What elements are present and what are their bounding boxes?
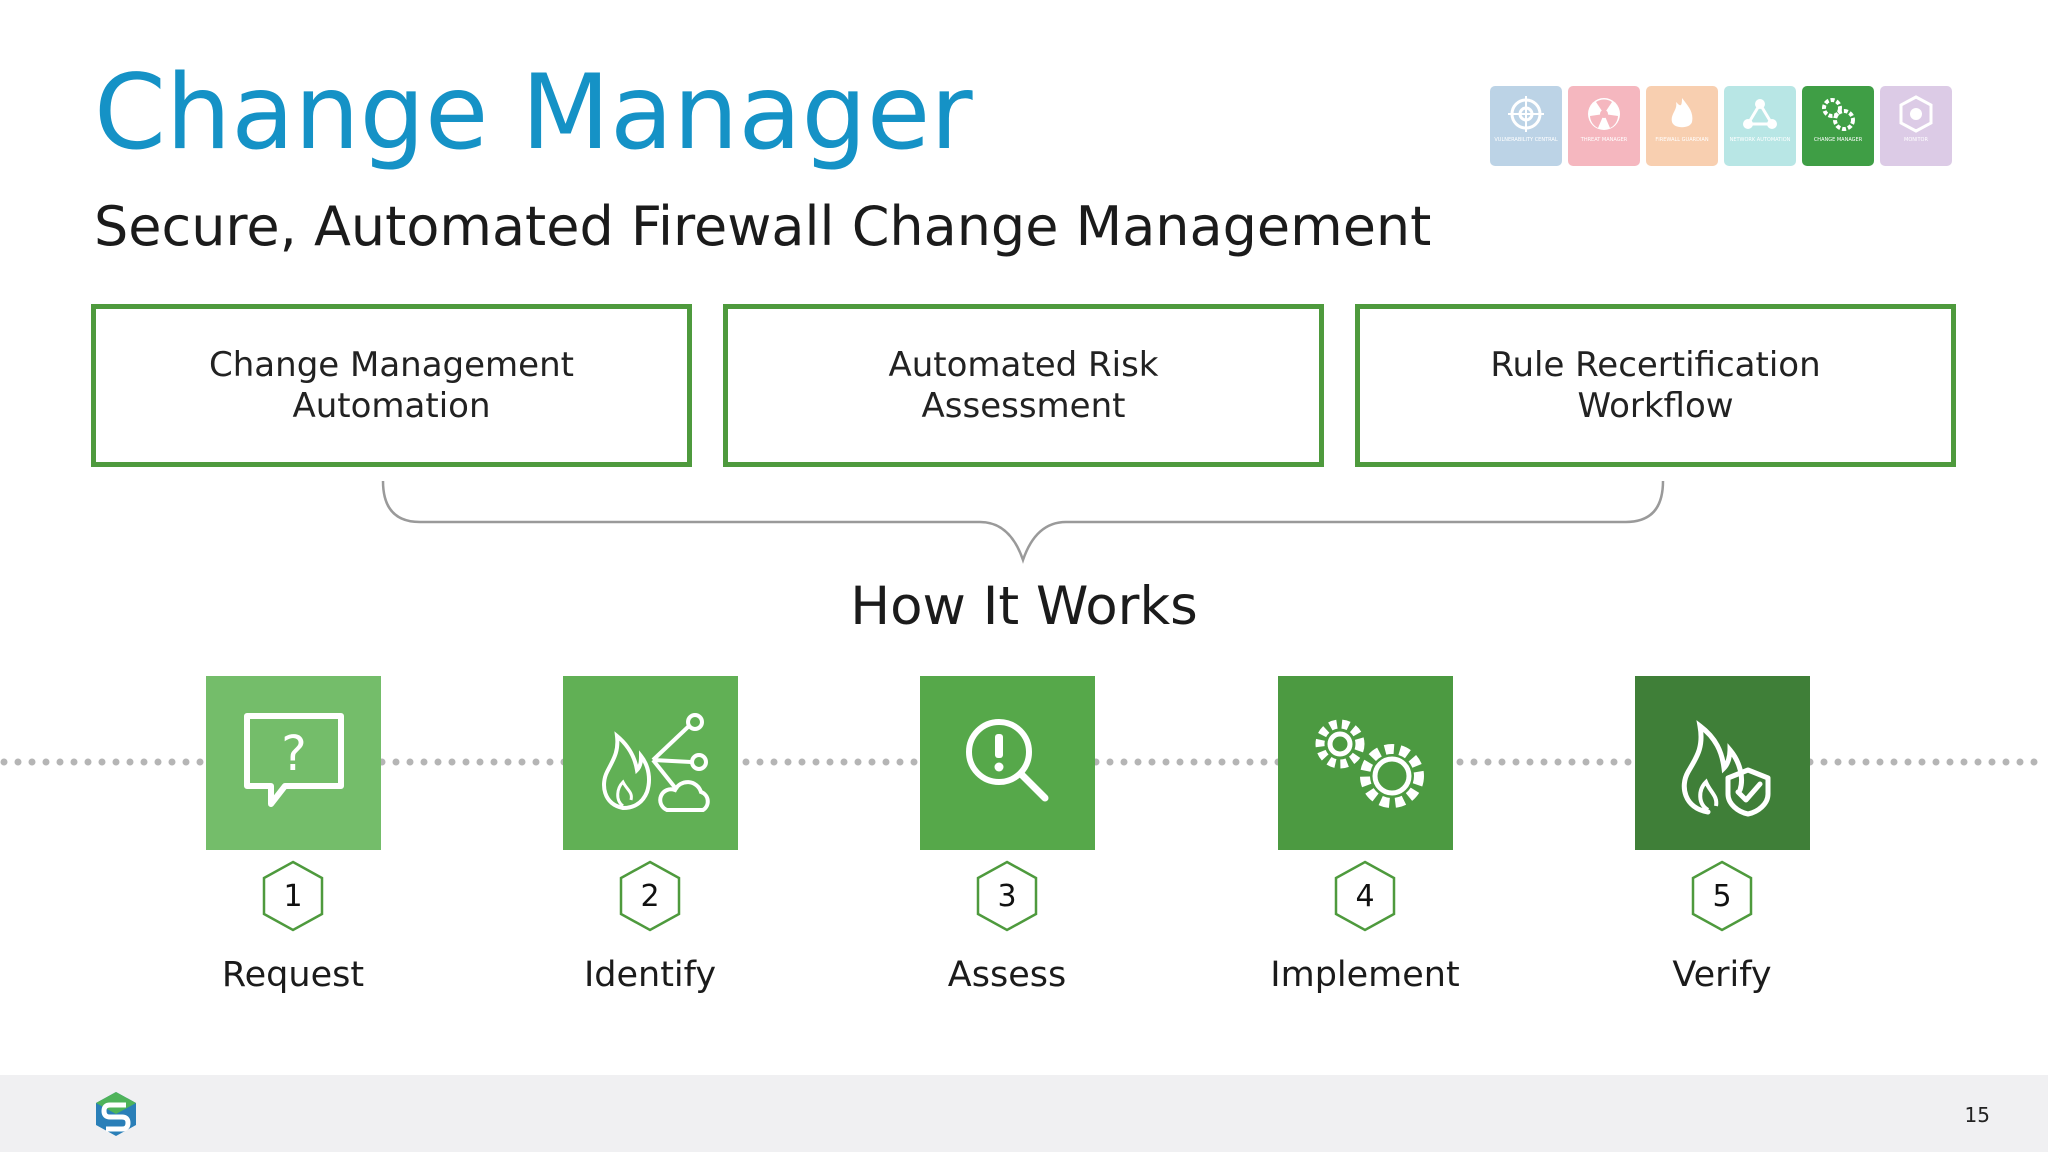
step-number-badge: 4 <box>1332 858 1398 934</box>
feature-label: Automated Risk Assessment <box>888 344 1159 426</box>
product-icon-strip: VULNERABILITY CENTRAL THREAT MANAGER FIR… <box>1490 86 1952 166</box>
svg-text:?: ? <box>281 726 306 782</box>
radiation-icon <box>1588 98 1620 130</box>
step-tile-assess <box>920 676 1095 850</box>
product-label: VULNERABILITY CENTRAL <box>1494 137 1558 143</box>
flame-shield-icon <box>1681 720 1770 817</box>
gears-icon <box>1315 719 1424 808</box>
step-number-badge: 1 <box>260 858 326 934</box>
slide-footer <box>0 1075 2048 1152</box>
product-tile-firewall: FIREWALL GUARDIAN <box>1646 86 1718 166</box>
slide-title: Change Manager <box>94 53 973 173</box>
step-label-verify: Verify <box>1672 955 1772 995</box>
flame-network-icon <box>601 713 710 812</box>
company-logo-icon <box>96 1092 136 1136</box>
product-label: THREAT MANAGER <box>1580 137 1628 143</box>
hexagon-icon <box>1691 860 1753 932</box>
step-number: 4 <box>1355 878 1375 914</box>
step-label-assess: Assess <box>947 955 1067 995</box>
step-tile-verify <box>1635 676 1810 850</box>
feature-box-rule-recertification: Rule Recertification Workflow <box>1355 304 1956 467</box>
step-label-implement: Implement <box>1270 955 1460 995</box>
grouping-brace <box>381 480 1665 564</box>
product-tile-vulnerability: VULNERABILITY CENTRAL <box>1490 86 1562 166</box>
step-number: 3 <box>997 878 1017 914</box>
product-tile-change-manager: CHANGE MANAGER <box>1802 86 1874 166</box>
target-icon <box>1508 96 1544 132</box>
step-number-badge: 2 <box>617 858 683 934</box>
flame-icon <box>1671 98 1693 128</box>
question-bubble-icon: ? <box>243 713 344 807</box>
product-tile-monitor: MONITOR <box>1880 86 1952 166</box>
magnifier-alert-icon <box>965 719 1048 802</box>
monitor-icon <box>1899 95 1933 133</box>
step-number: 1 <box>283 878 303 914</box>
hexagon-icon <box>1334 860 1396 932</box>
step-label-request: Request <box>221 955 365 995</box>
product-label: NETWORK AUTOMATION <box>1729 137 1791 143</box>
step-number: 2 <box>640 878 660 914</box>
hexagon-icon <box>619 860 681 932</box>
step-tile-identify <box>563 676 738 850</box>
gears-icon <box>1822 98 1855 131</box>
step-number: 5 <box>1712 878 1732 914</box>
step-tile-request: ? <box>206 676 381 850</box>
product-tile-threat: THREAT MANAGER <box>1568 86 1640 166</box>
hexagon-icon <box>262 860 324 932</box>
hexagon-icon <box>976 860 1038 932</box>
product-label: FIREWALL GUARDIAN <box>1655 137 1709 143</box>
slide-subtitle: Secure, Automated Firewall Change Manage… <box>94 195 1432 258</box>
step-label-identify: Identify <box>583 955 717 995</box>
network-icon <box>1743 99 1777 129</box>
feature-label: Change Management Automation <box>209 344 574 426</box>
feature-box-change-automation: Change Management Automation <box>91 304 692 467</box>
feature-box-risk-assessment: Automated Risk Assessment <box>723 304 1324 467</box>
step-tile-implement <box>1278 676 1453 850</box>
product-tile-network: NETWORK AUTOMATION <box>1724 86 1796 166</box>
product-label: CHANGE MANAGER <box>1813 137 1863 143</box>
page-number: 15 <box>1964 1103 1990 1127</box>
step-number-badge: 5 <box>1689 858 1755 934</box>
feature-label: Rule Recertification Workflow <box>1490 344 1821 426</box>
product-label: MONITOR <box>1904 137 1928 143</box>
step-number-badge: 3 <box>974 858 1040 934</box>
how-it-works-heading: How It Works <box>850 576 1198 637</box>
